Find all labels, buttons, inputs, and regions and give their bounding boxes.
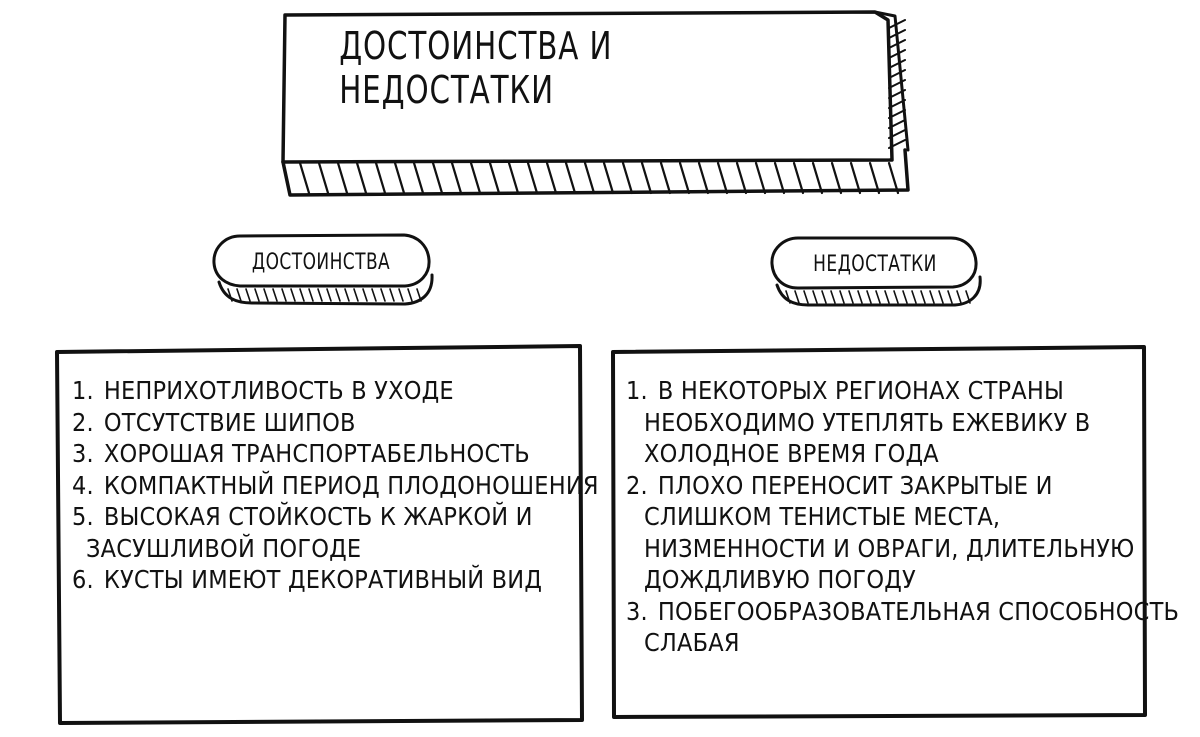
list-item: СЛАБАЯ	[626, 627, 1141, 659]
list-item-line: 1. В НЕКОТОРЫХ РЕГИОНАХ СТРАНЫ	[626, 376, 1064, 405]
list-item: 3. ХОРОШАЯ ТРАНСПОРТАБЕЛЬНОСТЬ	[72, 438, 572, 470]
list-item-number: 3.	[626, 596, 648, 626]
list-item: 1. НЕПРИХОТЛИВОСТЬ В УХОДЕ	[72, 375, 572, 407]
list-item: НИЗМЕННОСТИ И ОВРАГИ, ДЛИТЕЛЬНУЮ	[626, 533, 1141, 565]
list-item-line: 6. КУСТЫ ИМЕЮТ ДЕКОРАТИВНЫЙ ВИД	[72, 565, 542, 594]
list-item-number: 1.	[626, 376, 648, 405]
list-item-text: ХОЛОДНОЕ ВРЕМЯ ГОДА	[644, 439, 939, 468]
list-item-line: 3. ХОРОШАЯ ТРАНСПОРТАБЕЛЬНОСТЬ	[72, 439, 530, 468]
list-item: СЛИШКОМ ТЕНИСТЫЕ МЕСТА,	[626, 501, 1141, 533]
list-item: 6. КУСТЫ ИМЕЮТ ДЕКОРАТИВНЫЙ ВИД	[72, 564, 572, 596]
list-item-line: 5. ВЫСОКАЯ СТОЙКОСТЬ К ЖАРКОЙ И	[72, 502, 533, 531]
list-item-line: 4. КОМПАКТНЫЙ ПЕРИОД ПЛОДОНОШЕНИЯ	[72, 471, 599, 500]
list-item-text: ВЫСОКАЯ СТОЙКОСТЬ К ЖАРКОЙ И	[103, 502, 533, 531]
list-item: НЕОБХОДИМО УТЕПЛЯТЬ ЕЖЕВИКУ В	[626, 407, 1141, 439]
list-item-line: СЛАБАЯ	[644, 628, 740, 657]
list-item-number: 3.	[72, 439, 94, 468]
list-item: 2. ПЛОХО ПЕРЕНОСИТ ЗАКРЫТЫЕ И	[626, 470, 1141, 502]
list-item: 2. ОТСУТСТВИЕ ШИПОВ	[72, 407, 572, 439]
list-item-text: НЕПРИХОТЛИВОСТЬ В УХОДЕ	[103, 376, 454, 405]
list-item-text: НЕОБХОДИМО УТЕПЛЯТЬ ЕЖЕВИКУ В	[644, 407, 1091, 437]
list-item-number: 1.	[72, 376, 94, 405]
list-item-line: ЗАСУШЛИВОЙ ПОГОДЕ	[86, 534, 361, 563]
list-item-line: 2. ПЛОХО ПЕРЕНОСИТ ЗАКРЫТЫЕ И	[626, 471, 1053, 500]
list-item-number: 2.	[626, 470, 648, 500]
list-item-line: НИЗМЕННОСТИ И ОВРАГИ, ДЛИТЕЛЬНУЮ	[644, 534, 1135, 563]
advantages-list: 1. НЕПРИХОТЛИВОСТЬ В УХОДЕ 2. ОТСУТСТВИЕ ШИ…	[72, 375, 598, 596]
list-item-number: 5.	[72, 502, 94, 531]
list-item: 5. ВЫСОКАЯ СТОЙКОСТЬ К ЖАРКОЙ И	[72, 501, 572, 533]
disadvantages-heading-text: НЕДОСТАТКИ	[813, 251, 937, 277]
list-item-line: ДОЖДЛИВУЮ ПОГОДУ	[644, 565, 916, 594]
list-item-text: СЛИШКОМ ТЕНИСТЫЕ МЕСТА,	[644, 502, 1001, 531]
list-item-text: ПОБЕГООБРАЗОВАТЕЛЬНАЯ СПОСОБНОСТЬ	[657, 596, 1180, 626]
list-item-text: В НЕКОТОРЫХ РЕГИОНАХ СТРАНЫ	[657, 376, 1065, 405]
list-item-line: НЕОБХОДИМО УТЕПЛЯТЬ ЕЖЕВИКУ В	[644, 408, 1090, 437]
list-item-line: 3. ПОБЕГООБРАЗОВАТЕЛЬНАЯ СПОСОБНОСТЬ	[626, 597, 1179, 626]
disadvantages-pill	[770, 236, 982, 307]
list-item: ДОЖДЛИВУЮ ПОГОДУ	[626, 564, 1141, 596]
list-item-text: ХОРОШАЯ ТРАНСПОРТАБЕЛЬНОСТЬ	[103, 439, 530, 468]
list-item-text: КУСТЫ ИМЕЮТ ДЕКОРАТИВНЫЙ ВИД	[103, 565, 543, 594]
list-item-line: 2. ОТСУТСТВИЕ ШИПОВ	[72, 408, 356, 437]
list-item: 4. КОМПАКТНЫЙ ПЕРИОД ПЛОДОНОШЕНИЯ	[72, 470, 598, 502]
advantages-box-border	[55, 344, 584, 725]
list-item-text: ОТСУТСТВИЕ ШИПОВ	[103, 407, 356, 437]
list-item: ХОЛОДНОЕ ВРЕМЯ ГОДА	[626, 438, 1141, 470]
advantages-heading-text: ДОСТОИНСТВА	[251, 249, 391, 275]
list-item-number: 4.	[72, 470, 94, 500]
list-item-text: ДОЖДЛИВУЮ ПОГОДУ	[644, 565, 916, 594]
list-item: ЗАСУШЛИВОЙ ПОГОДЕ	[72, 533, 572, 565]
disadvantages-list: 1. В НЕКОТОРЫХ РЕГИОНАХ СТРАНЫ НЕОБХОДИМО …	[626, 375, 1179, 659]
advantages-pill	[212, 233, 434, 306]
list-item: 1. В НЕКОТОРЫХ РЕГИОНАХ СТРАНЫ	[626, 375, 1141, 407]
list-item-line: 1. НЕПРИХОТЛИВОСТЬ В УХОДЕ	[72, 376, 454, 405]
list-item-number: 6.	[72, 565, 94, 594]
title-banner	[281, 10, 910, 197]
list-item-line: СЛИШКОМ ТЕНИСТЫЕ МЕСТА,	[644, 502, 1000, 531]
list-item-text: СЛАБАЯ	[644, 628, 740, 657]
list-item-number: 2.	[72, 407, 94, 437]
advantages-heading: ДОСТОИНСТВА	[230, 238, 412, 286]
list-item-text: ЗАСУШЛИВОЙ ПОГОДЕ	[86, 533, 362, 563]
list-item-text: КОМПАКТНЫЙ ПЕРИОД ПЛОДОНОШЕНИЯ	[103, 470, 599, 500]
list-item-text: ПЛОХО ПЕРЕНОСИТ ЗАКРЫТЫЕ И	[657, 470, 1053, 500]
disadvantages-heading: НЕДОСТАТКИ	[787, 240, 962, 288]
diagram-title: ДОСТОИНСТВА И НЕДОСТАТКИ	[339, 24, 613, 112]
list-item-line: ХОЛОДНОЕ ВРЕМЯ ГОДА	[644, 439, 939, 468]
disadvantages-box-border	[611, 345, 1147, 719]
list-item: 3. ПОБЕГООБРАЗОВАТЕЛЬНАЯ СПОСОБНОСТЬ	[626, 596, 1179, 628]
list-item-text: НИЗМЕННОСТИ И ОВРАГИ, ДЛИТЕЛЬНУЮ	[644, 533, 1135, 563]
